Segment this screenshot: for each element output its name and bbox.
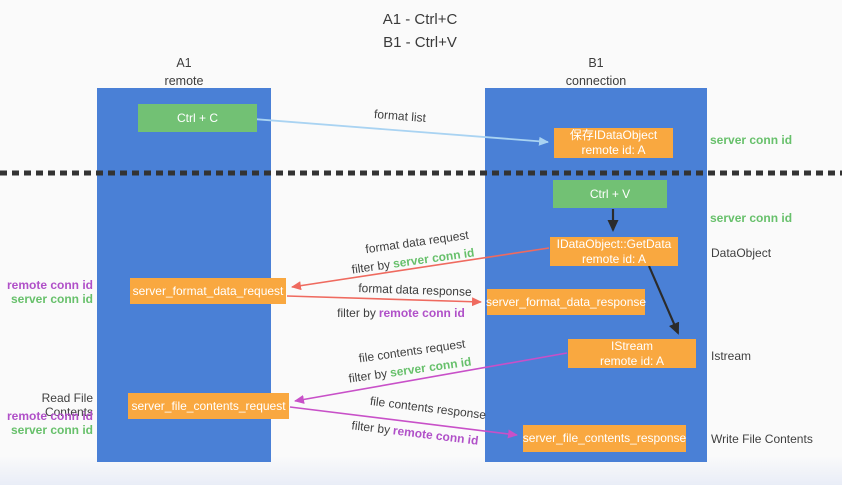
lifeline-a1-name: A1 bbox=[176, 56, 192, 70]
filter-by-text: filter by bbox=[350, 418, 391, 437]
node-server-format-data-response: server_format_data_response bbox=[486, 289, 646, 315]
edge-label-filter-by-remote-conn-id-2: filter byremote conn id bbox=[351, 418, 479, 447]
remote-conn-id-label: remote conn id bbox=[6, 409, 93, 423]
lifeline-a1-role: remote bbox=[164, 73, 204, 88]
remote-conn-id-label: remote conn id bbox=[6, 278, 93, 292]
server-conn-id-label: server conn id bbox=[10, 422, 93, 437]
lifeline-b1-name: B1 bbox=[588, 56, 604, 70]
node-server-file-contents-response: server_file_contents_response bbox=[523, 425, 686, 452]
title-line-2: B1 - Ctrl+V bbox=[383, 34, 457, 52]
edge-label-file-contents-response: file contents response bbox=[369, 393, 487, 423]
node-idataobject-getdata: IDataObject::GetData remote id: A bbox=[550, 237, 678, 266]
istream-line2: remote id: A bbox=[599, 353, 665, 368]
node-save-idataobject: 保存IDataObject remote id: A bbox=[554, 128, 673, 158]
remote-conn-id-text: remote conn id bbox=[392, 423, 480, 448]
filter-by-text: filter by bbox=[347, 366, 389, 386]
side-label-server-conn-id-mid: server conn id bbox=[710, 211, 793, 225]
istream-line1: IStream bbox=[610, 338, 653, 353]
node-ctrl-v: Ctrl + V bbox=[553, 180, 667, 208]
edge-label-format-data-response: format data response bbox=[358, 281, 472, 299]
remote-conn-id-text: remote conn id bbox=[378, 306, 465, 320]
node-server-format-data-request: server_format_data_request bbox=[130, 278, 286, 304]
node-istream: IStream remote id: A bbox=[568, 339, 696, 368]
save-idataobject-line1: 保存IDataObject bbox=[569, 128, 658, 142]
side-label-write-file-contents: Write File Contents bbox=[711, 432, 813, 446]
left-label-read-file-contents: Read File Contents bbox=[41, 391, 93, 419]
left-label-conn-ids-format: remote conn id server conn id bbox=[0, 278, 93, 307]
filter-by-text: filter by bbox=[350, 257, 392, 277]
lifeline-b1-role: connection bbox=[565, 73, 627, 88]
node-ctrl-c: Ctrl + C bbox=[138, 104, 257, 132]
side-label-istream: Istream bbox=[711, 349, 752, 363]
save-idataobject-line2: remote id: A bbox=[581, 143, 646, 157]
getdata-line1: IDataObject::GetData bbox=[556, 236, 672, 251]
side-label-dataobject: DataObject bbox=[711, 246, 772, 260]
diagram-title: A1 - Ctrl+C B1 - Ctrl+V bbox=[300, 8, 540, 55]
lifeline-header-a1: A1 remote bbox=[97, 55, 271, 90]
side-label-server-conn-id-top: server conn id bbox=[710, 133, 793, 147]
getdata-line2: remote id: A bbox=[581, 251, 647, 266]
node-server-file-contents-request: server_file_contents_request bbox=[128, 393, 289, 419]
left-label-conn-ids-file: remote conn id server conn id bbox=[0, 409, 93, 438]
lifeline-header-b1: B1 connection bbox=[485, 55, 707, 90]
edge-label-format-list: format list bbox=[373, 106, 427, 126]
server-conn-id-label: server conn id bbox=[10, 291, 93, 306]
title-line-1: A1 - Ctrl+C bbox=[382, 11, 458, 28]
filter-by-text: filter by bbox=[337, 306, 376, 320]
